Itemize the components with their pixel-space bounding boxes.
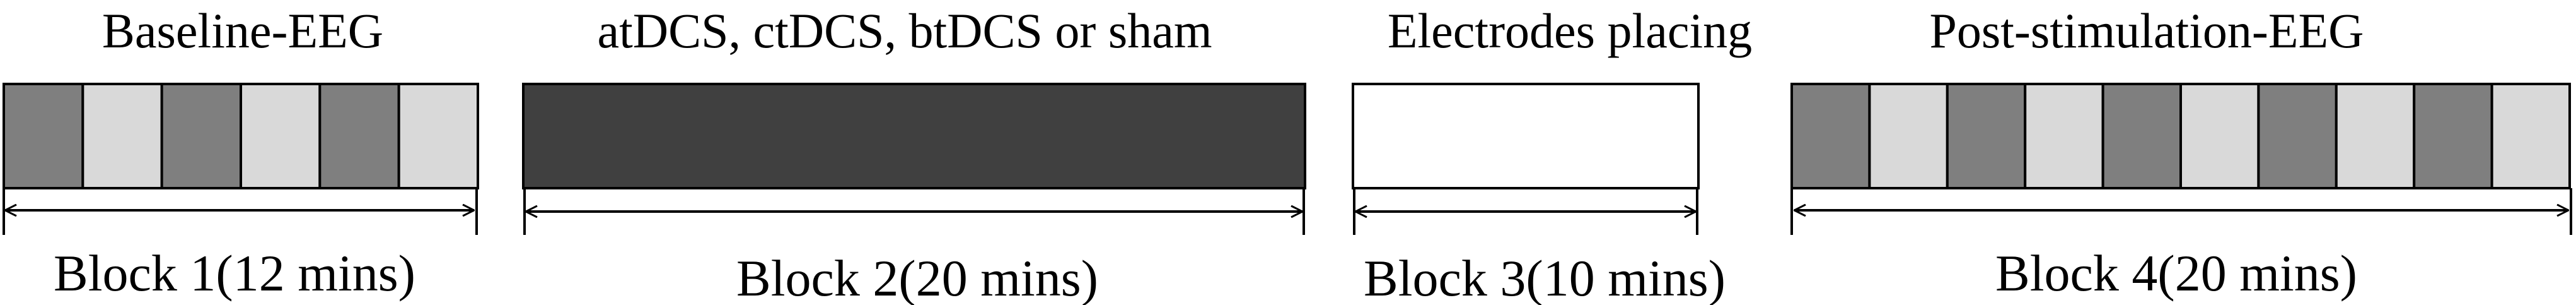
block-2-segment-1 (522, 83, 1306, 189)
block-3-segment-1 (1352, 83, 1700, 189)
block-1-bar (3, 83, 479, 189)
block-2: atDCS, ctDCS, btDCS or sham Block 2(20 m… (522, 3, 1306, 305)
block-3: Electrodes placing Block 3(10 mins) (1352, 3, 1752, 305)
block-4-segment-4 (2024, 83, 2104, 189)
block-4-segment-2 (1868, 83, 1949, 189)
block-1-label: Block 1(12 mins) (54, 244, 415, 302)
block-1-segment-2 (81, 83, 163, 189)
block-4-segment-9 (2413, 83, 2493, 189)
block-1-title: Baseline-EEG (102, 3, 383, 58)
block-1-segment-1 (3, 83, 84, 189)
block-4-segment-7 (2257, 83, 2338, 189)
block-3-label: Block 3(10 mins) (1364, 249, 1726, 305)
block-4-bar (1790, 83, 2572, 189)
block-4-segment-6 (2179, 83, 2260, 189)
block-2-title: atDCS, ctDCS, btDCS or sham (597, 3, 1212, 58)
block-4-label: Block 4(20 mins) (1995, 244, 2357, 302)
block-2-label: Block 2(20 mins) (736, 249, 1098, 305)
block-4-segment-5 (2101, 83, 2183, 189)
block-1-segment-6 (397, 83, 479, 189)
block-2-bar (522, 83, 1306, 189)
block-4-segment-3 (1946, 83, 2027, 189)
block-4-segment-1 (1790, 83, 1871, 189)
block-1: Baseline-EEG Block 1(12 mins) (3, 3, 479, 302)
block-4: Post-stimulation-EEG Block 4(20 mins) (1790, 3, 2572, 302)
block-3-title: Electrodes placing (1388, 3, 1752, 58)
block-4-segment-8 (2335, 83, 2416, 189)
block-4-title: Post-stimulation-EEG (1930, 3, 2364, 58)
block-1-segment-3 (160, 83, 243, 189)
block-1-segment-5 (318, 83, 400, 189)
block-4-segment-10 (2490, 83, 2572, 189)
block-3-bar (1352, 83, 1700, 189)
block-1-segment-4 (240, 83, 322, 189)
